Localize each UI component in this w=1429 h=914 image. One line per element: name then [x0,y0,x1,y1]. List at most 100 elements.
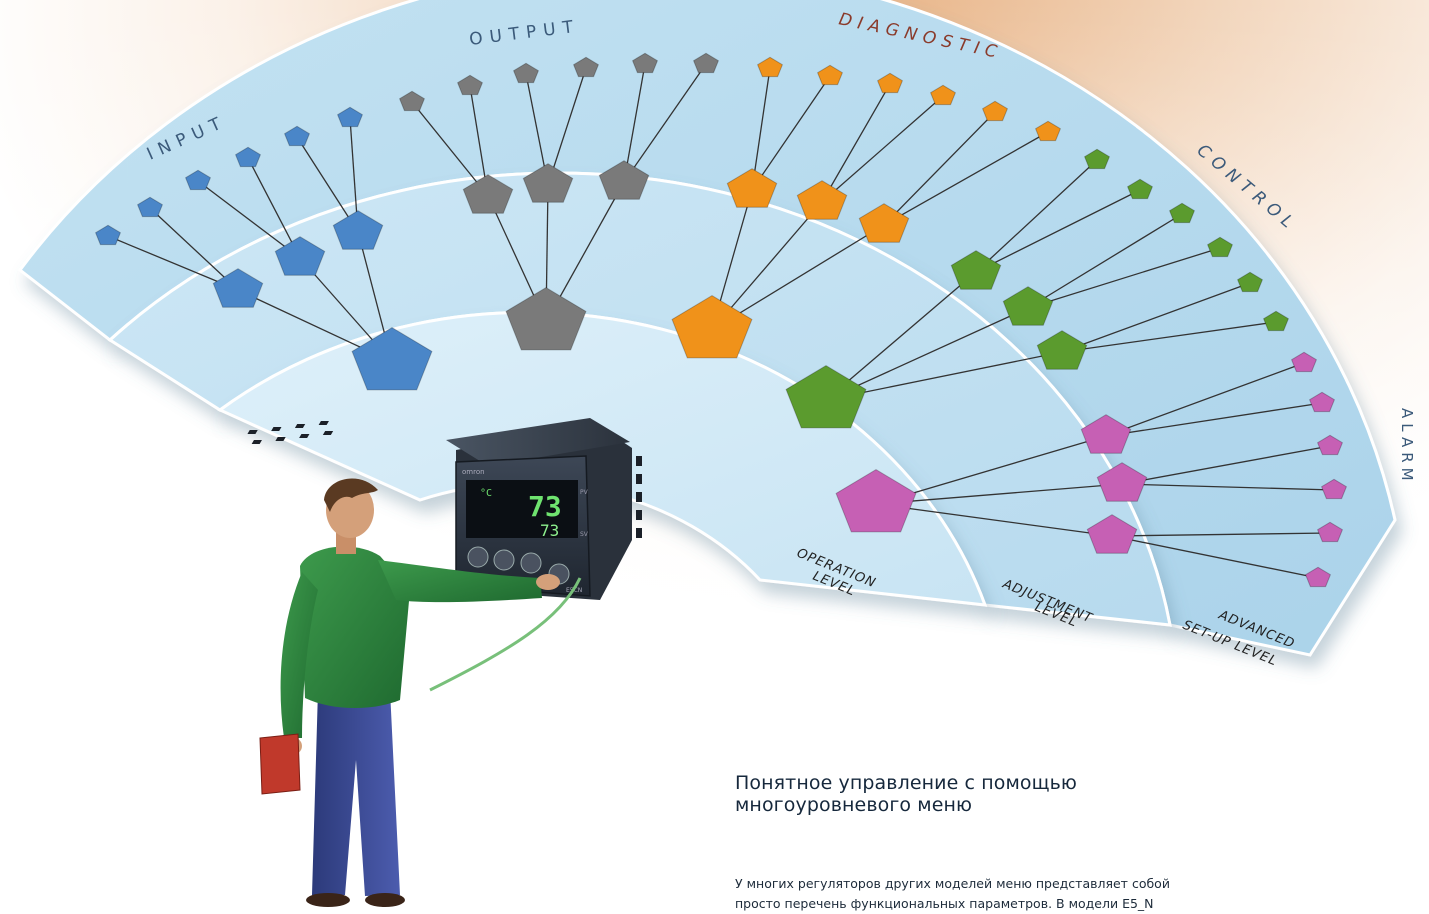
alarm-link-outer-6 [1111,535,1319,579]
alarm-link-mid-3 [875,503,1113,537]
output-link-outer-4 [547,67,587,186]
diagnostic-node-mid-1 [726,168,778,208]
para-line-2: просто перечень функциональных параметро… [735,896,1154,911]
diagnostic-link-outer-1 [751,67,771,191]
para-line-1: У многих регуляторов других моделей меню… [735,876,1170,891]
man-figure [259,478,560,907]
input-link-outer-2 [149,207,239,291]
alarm-node-outer-3 [1316,434,1344,456]
temperature-controller: omron °C 73 73 PV SV E5CN [247,418,642,600]
control-node-mid-3 [1036,330,1088,370]
alarm-node-mid-3 [1086,514,1138,554]
device-sv-tag: SV [580,531,589,538]
control-node-outer-5 [1236,271,1264,293]
output-node-inner [505,287,587,351]
device-sv: 73 [540,521,559,540]
heading-line-1: Понятное управление с помощью [735,772,1077,794]
alarm-node-outer-1 [1290,351,1318,373]
control-node-outer-1 [1083,148,1111,170]
alarm-node-outer-2 [1308,391,1336,413]
control-link-outer-6 [1061,321,1277,353]
device-brand: omron [462,468,485,476]
control-link-mid-2 [825,307,1029,401]
output-link-outer-5 [623,63,646,183]
control-node-outer-2 [1126,178,1154,200]
diagnostic-node-outer-5 [981,100,1009,122]
diagnostic-node-outer-2 [816,64,844,86]
output-node-outer-3 [512,62,540,84]
diagnostic-link-outer-5 [883,111,996,226]
alarm-link-outer-3 [1121,445,1331,485]
input-node-inner [351,327,433,391]
control-node-mid-1 [950,250,1002,290]
diagnostic-link-outer-2 [751,75,831,191]
input-link-outer-3 [197,180,301,259]
connection-lines [107,63,1335,579]
alarm-link-outer-5 [1111,532,1331,537]
output-node-mid-3 [598,160,650,200]
diagnostic-link-outer-4 [821,95,944,203]
diagnostic-node-outer-3 [876,72,904,94]
control-node-outer-3 [1168,202,1196,224]
device-button-1[interactable] [467,546,489,568]
input-node-mid-2 [274,236,326,276]
diagnostic-node-outer-1 [756,56,784,78]
section-heading: Понятное управление с помощью многоуровн… [735,772,1355,816]
output-node-outer-1 [398,90,426,112]
alarm-node-mid-1 [1080,414,1132,454]
output-link-outer-1 [411,101,489,197]
output-node-outer-6 [692,52,720,74]
alarm-node-outer-5 [1316,521,1344,543]
control-link-mid-3 [825,351,1063,401]
alarm-node-mid-2 [1096,462,1148,502]
alarm-link-outer-4 [1121,483,1335,491]
output-node-outer-2 [456,74,484,96]
input-link-outer-1 [107,235,239,291]
alarm-link-outer-1 [1105,362,1305,437]
input-node-outer-2 [136,196,164,218]
diagnostic-node-outer-4 [929,84,957,106]
diagnostic-link-mid-3 [711,224,885,331]
description-paragraph: У многих регуляторов других моделей меню… [735,874,1375,914]
alarm-link-outer-2 [1105,402,1323,437]
control-node-outer-4 [1206,236,1234,258]
alarm-node-inner [835,469,917,533]
diagnostic-node-mid-3 [858,203,910,243]
control-link-outer-4 [1027,247,1221,309]
input-node-outer-6 [336,106,364,128]
heading-line-2: многоуровневого меню [735,794,973,816]
input-node-mid-1 [212,268,264,308]
category-alarm: ALARM [1398,408,1416,486]
input-link-outer-5 [296,136,359,233]
diagnostic-link-outer-6 [883,131,1049,226]
alarm-node-outer-4 [1320,478,1348,500]
control-link-mid-1 [825,271,977,401]
device-cable [429,577,582,692]
device-button-2[interactable] [493,549,515,571]
input-node-mid-3 [332,210,384,250]
control-link-outer-1 [975,159,1098,273]
input-node-outer-1 [94,224,122,246]
output-node-outer-4 [572,56,600,78]
input-link-outer-4 [247,157,301,259]
diagnostic-node-mid-2 [796,180,848,220]
input-node-outer-5 [283,125,311,147]
device-pv-tag: PV [580,489,589,496]
control-link-outer-5 [1061,282,1251,353]
control-node-mid-2 [1002,286,1054,326]
control-node-outer-6 [1262,310,1290,332]
alarm-node-outer-6 [1304,566,1332,588]
control-node-inner [785,365,867,429]
device-button-3[interactable] [520,552,542,574]
diagnostic-node-outer-6 [1034,120,1062,142]
diagnostic-link-outer-3 [821,83,891,203]
control-link-outer-2 [975,189,1141,273]
diagnostic-node-inner [671,295,753,359]
output-node-mid-2 [522,163,574,203]
output-node-mid-1 [462,174,514,214]
device-unit: °C [480,488,492,499]
output-node-outer-5 [631,52,659,74]
alarm-link-mid-2 [875,483,1123,505]
parameter-nodes [94,52,1348,588]
device-pv: 73 [528,490,562,523]
